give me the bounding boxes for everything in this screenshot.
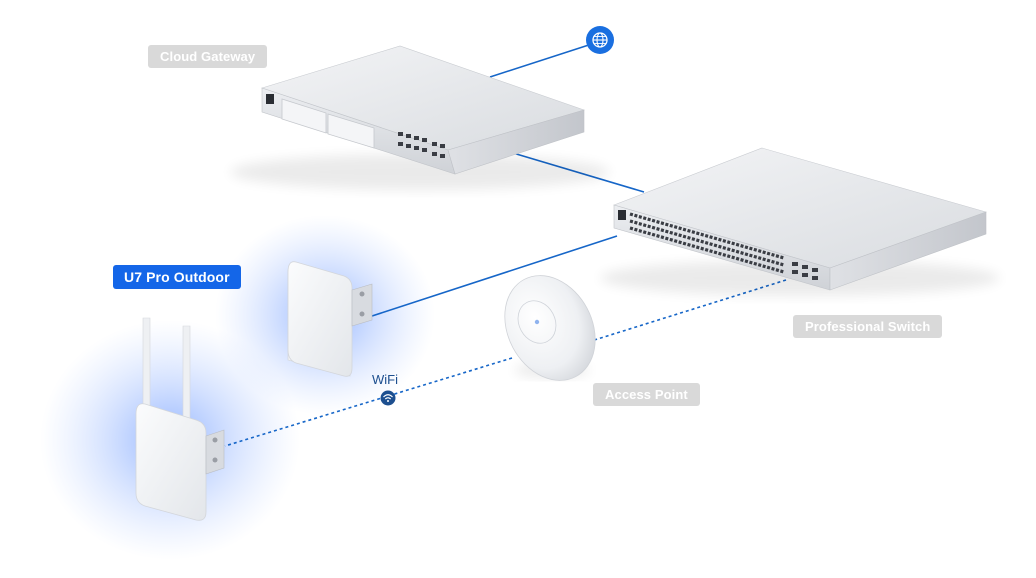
professional-switch-label: Professional Switch: [793, 315, 943, 338]
cloud-gateway-device: [230, 45, 610, 190]
outdoor-unit-wall: [287, 261, 373, 377]
access-point-label: Access Point: [593, 383, 700, 406]
link-wifi-outdoor-unit: [224, 357, 513, 447]
link-internet-gateway: [489, 41, 599, 78]
dotted-links: [224, 279, 787, 447]
wifi-label: WiFi: [372, 372, 398, 387]
globe-icon: [586, 26, 614, 54]
cloud-gateway-label: Cloud Gateway: [148, 45, 268, 68]
access-point-device: [504, 275, 596, 381]
u7-pro-outdoor-label: U7 Pro Outdoor: [113, 265, 241, 289]
link-switch-outdoor-unit: [371, 235, 618, 317]
u7-pro-outdoor-device: [135, 317, 225, 521]
link-switch-access-point: [587, 279, 787, 343]
switch-port-rows: [629, 212, 785, 274]
wifi-icon: [380, 390, 396, 406]
professional-switch-device: [600, 147, 1000, 296]
